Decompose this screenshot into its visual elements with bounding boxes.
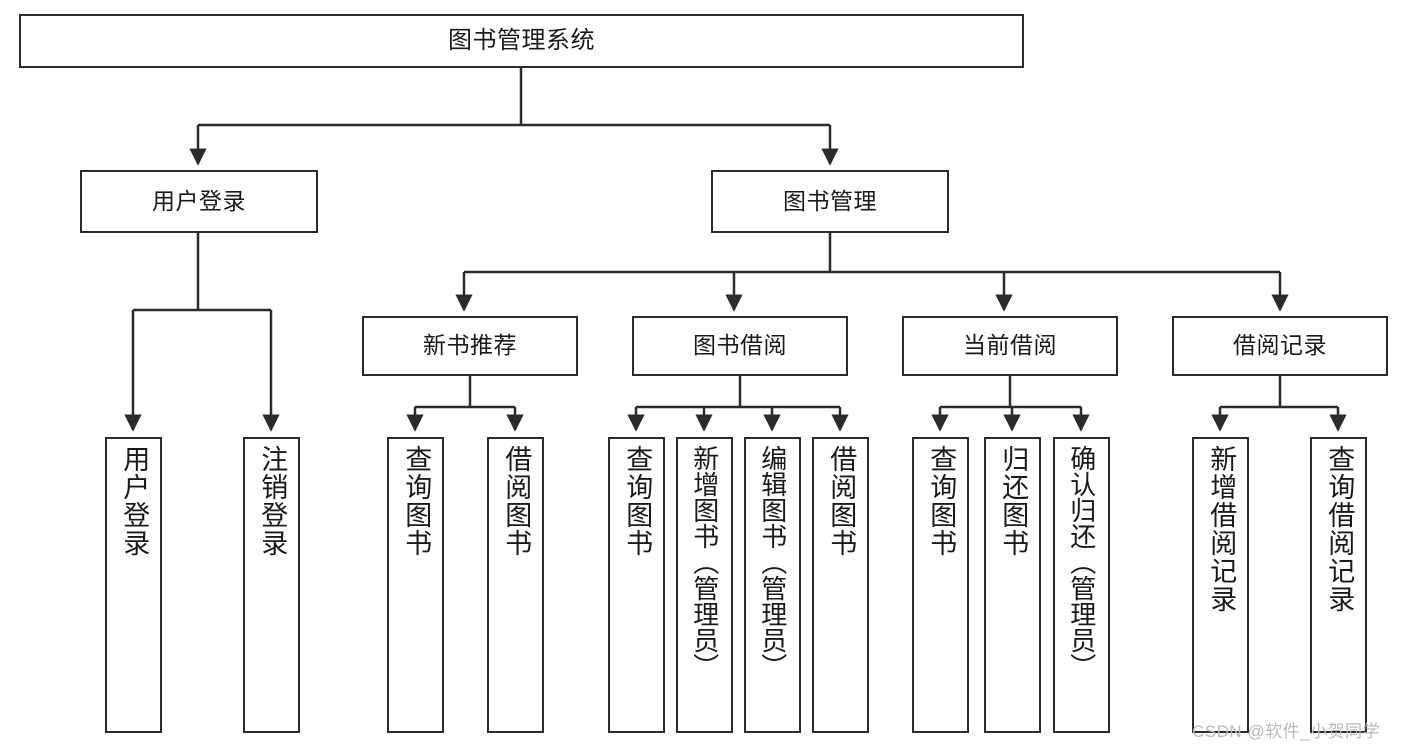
node-book-borrow-label: 图书借阅 [693, 332, 787, 359]
node-root-label: 图书管理系统 [448, 26, 595, 54]
node-leaf-query-record[interactable]: 查询借阅记录 [1310, 437, 1367, 733]
node-leaf-query-record-label: 查询借阅记录 [1324, 445, 1355, 613]
node-leaf-confirm-return[interactable]: 确认归还（管理员） [1053, 437, 1110, 733]
node-leaf-return-book-label: 归还图书 [998, 445, 1029, 557]
node-leaf-query-book-1[interactable]: 查询图书 [387, 437, 444, 733]
node-leaf-edit-book[interactable]: 编辑图书（管理员） [744, 437, 801, 733]
node-leaf-add-record[interactable]: 新增借阅记录 [1192, 437, 1249, 733]
node-leaf-add-book-label: 新增图书（管理员） [689, 445, 720, 679]
node-new-book-recommend-label: 新书推荐 [423, 332, 517, 359]
node-leaf-borrow-book-2[interactable]: 借阅图书 [812, 437, 869, 733]
node-leaf-query-book-2[interactable]: 查询图书 [608, 437, 665, 733]
node-leaf-add-book[interactable]: 新增图书（管理员） [676, 437, 733, 733]
node-current-borrow-label: 当前借阅 [963, 332, 1057, 359]
node-leaf-borrow-book-1-label: 借阅图书 [501, 445, 532, 557]
node-leaf-query-book-3[interactable]: 查询图书 [912, 437, 969, 733]
node-leaf-borrow-book-2-label: 借阅图书 [826, 445, 857, 557]
node-leaf-user-login[interactable]: 用户登录 [105, 437, 162, 733]
node-leaf-logout[interactable]: 注销登录 [243, 437, 300, 733]
node-leaf-query-book-1-label: 查询图书 [401, 445, 432, 557]
node-book-manage[interactable]: 图书管理 [711, 170, 949, 233]
node-current-borrow[interactable]: 当前借阅 [902, 316, 1118, 376]
node-new-book-recommend[interactable]: 新书推荐 [362, 316, 578, 376]
node-book-borrow[interactable]: 图书借阅 [632, 316, 848, 376]
node-leaf-borrow-book-1[interactable]: 借阅图书 [487, 437, 544, 733]
node-leaf-query-book-3-label: 查询图书 [926, 445, 957, 557]
node-book-manage-label: 图书管理 [783, 187, 877, 214]
node-leaf-edit-book-label: 编辑图书（管理员） [757, 445, 788, 679]
node-borrow-record[interactable]: 借阅记录 [1172, 316, 1388, 376]
node-user-login-label: 用户登录 [152, 187, 246, 214]
node-leaf-user-login-label: 用户登录 [119, 445, 150, 557]
node-leaf-query-book-2-label: 查询图书 [622, 445, 653, 557]
node-leaf-logout-label: 注销登录 [257, 445, 288, 557]
node-user-login[interactable]: 用户登录 [80, 170, 318, 233]
node-leaf-return-book[interactable]: 归还图书 [984, 437, 1041, 733]
node-leaf-confirm-return-label: 确认归还（管理员） [1066, 445, 1097, 679]
node-borrow-record-label: 借阅记录 [1233, 332, 1327, 359]
node-leaf-add-record-label: 新增借阅记录 [1206, 445, 1237, 613]
node-root[interactable]: 图书管理系统 [19, 14, 1024, 68]
csdn-watermark: CSDN @软件_小贺同学 [1192, 722, 1381, 741]
